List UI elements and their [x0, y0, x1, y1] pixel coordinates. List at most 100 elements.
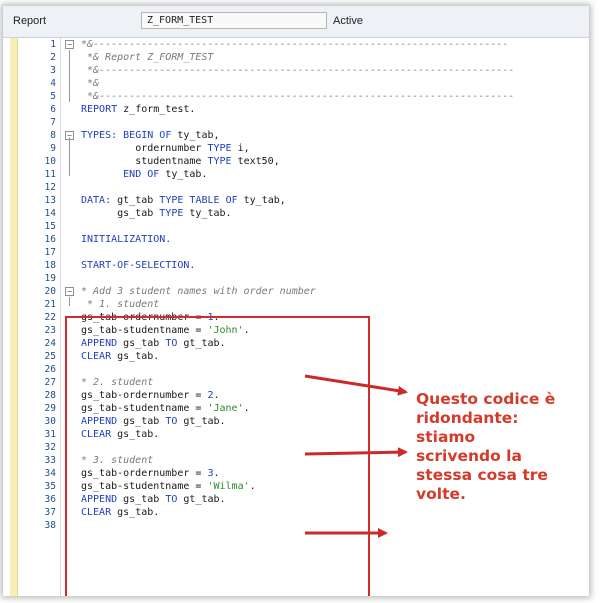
line-number: 35 [44, 481, 56, 492]
object-type-label: Report [13, 15, 47, 27]
code-line[interactable]: 1−*&------------------------------------… [3, 38, 589, 51]
code-text: *&--------------------------------------… [87, 91, 515, 102]
code-text: *&--------------------------------------… [81, 39, 509, 50]
code-line[interactable]: 38 [3, 519, 589, 532]
identifier: gs_tab [123, 416, 160, 427]
code-line[interactable]: 27 * 2. student [3, 376, 589, 389]
code-line[interactable]: 9 ordernumber TYPE i, [3, 142, 589, 155]
code-text: gs_tab-ordernumber = 2. [81, 389, 220, 402]
code-text: * 1. student [87, 299, 160, 310]
code-text: INITIALIZATION. [81, 233, 171, 246]
keyword: APPEND [81, 416, 118, 427]
keyword: TYPE [207, 143, 232, 154]
code-text: APPEND gs_tab TO gt_tab. [81, 493, 226, 506]
keyword: TYPES: [81, 130, 118, 141]
code-line[interactable]: 2*& Report Z_FORM_TEST [3, 51, 589, 64]
code-line[interactable]: 7 [3, 116, 589, 129]
fold-collapse-icon[interactable]: − [65, 40, 74, 49]
code-text: END OF ty_tab. [81, 168, 207, 181]
code-line[interactable]: 28 gs_tab-ordernumber = 2. [3, 389, 589, 402]
identifier: gt_tab. [183, 416, 226, 427]
code-line[interactable]: 8−TYPES: BEGIN OF ty_tab, [3, 129, 589, 142]
line-number: 36 [44, 494, 56, 505]
redundant-code-highlight [65, 316, 370, 596]
code-line[interactable]: 17 [3, 246, 589, 259]
code-text: DATA: gt_tab TYPE TABLE OF ty_tab, [81, 194, 286, 207]
code-line[interactable]: 3*&-------------------------------------… [3, 64, 589, 77]
code-line[interactable]: 26 [3, 363, 589, 376]
program-name-field[interactable]: Z_FORM_TEST [141, 12, 327, 29]
code-text: * Add 3 student names with order number [81, 286, 316, 297]
keyword: TYPE [159, 208, 184, 219]
annotation-arrows [304, 374, 408, 538]
fold-guide-line-types [69, 137, 70, 176]
fold-collapse-icon[interactable]: − [65, 287, 74, 296]
line-number: 38 [44, 520, 56, 531]
code-line[interactable]: 4*& [3, 77, 589, 90]
code-line[interactable]: 30 APPEND gs_tab TO gt_tab. [3, 415, 589, 428]
code-line[interactable]: 36 APPEND gs_tab TO gt_tab. [3, 493, 589, 506]
code-text: gs_tab-studentname = 'John'. [81, 324, 250, 337]
identifier: gs_tab [123, 494, 160, 505]
line-number: 30 [44, 416, 56, 427]
code-line[interactable]: 19 [3, 272, 589, 285]
code-line[interactable]: 10 studentname TYPE text50, [3, 155, 589, 168]
keyword: APPEND [81, 338, 118, 349]
editor-window: Report Z_FORM_TEST Active 1−*&----------… [3, 6, 589, 596]
line-number: 6 [50, 104, 56, 115]
line-number: 24 [44, 338, 56, 349]
identifier: gt_tab. [183, 494, 226, 505]
line-number: 22 [44, 312, 56, 323]
code-line[interactable]: 21* 1. student [3, 298, 589, 311]
identifier: gs_tab. [117, 351, 160, 362]
identifier: ty_tab. [165, 169, 208, 180]
code-line[interactable]: 13 DATA: gt_tab TYPE TABLE OF ty_tab, [3, 194, 589, 207]
identifier: = [195, 468, 202, 479]
line-number: 27 [44, 377, 56, 388]
code-line[interactable]: 5*&-------------------------------------… [3, 90, 589, 103]
identifier: studentname [135, 156, 202, 167]
code-text: APPEND gs_tab TO gt_tab. [81, 415, 226, 428]
identifier: gs_tab-studentname [81, 403, 190, 414]
keyword: TYPE [207, 156, 232, 167]
code-text: REPORT z_form_test. [81, 103, 195, 116]
identifier: gt_tab. [183, 338, 226, 349]
keyword: TO [165, 338, 178, 349]
line-number: 20 [44, 286, 56, 297]
identifier: gs_tab. [117, 429, 160, 440]
keyword: CLEAR [81, 429, 112, 440]
code-line[interactable]: 15 [3, 220, 589, 233]
code-text: gs_tab TYPE ty_tab. [81, 207, 231, 220]
code-line[interactable]: 33* 3. student [3, 454, 589, 467]
line-number: 7 [50, 117, 56, 128]
keyword: REPORT [81, 104, 118, 115]
code-line[interactable]: 32 [3, 441, 589, 454]
code-editor[interactable]: 1−*&------------------------------------… [3, 38, 589, 596]
keyword: OF [159, 130, 172, 141]
code-text: * 2. student [81, 377, 154, 388]
keyword: OF [225, 195, 238, 206]
code-line[interactable]: 14 gs_tab TYPE ty_tab. [3, 207, 589, 220]
identifier: . [243, 325, 250, 336]
line-number: 26 [44, 364, 56, 375]
code-line[interactable]: 11 END OF ty_tab. [3, 168, 589, 181]
line-number: 13 [44, 195, 56, 206]
line-number: 15 [44, 221, 56, 232]
code-line[interactable]: 6 REPORT z_form_test. [3, 103, 589, 116]
line-number: 11 [44, 169, 56, 180]
code-line[interactable]: 12 [3, 181, 589, 194]
line-number: 28 [44, 390, 56, 401]
number-literal: 3 [207, 468, 214, 479]
code-line[interactable]: 20−* Add 3 student names with order numb… [3, 285, 589, 298]
identifier: = [195, 403, 202, 414]
